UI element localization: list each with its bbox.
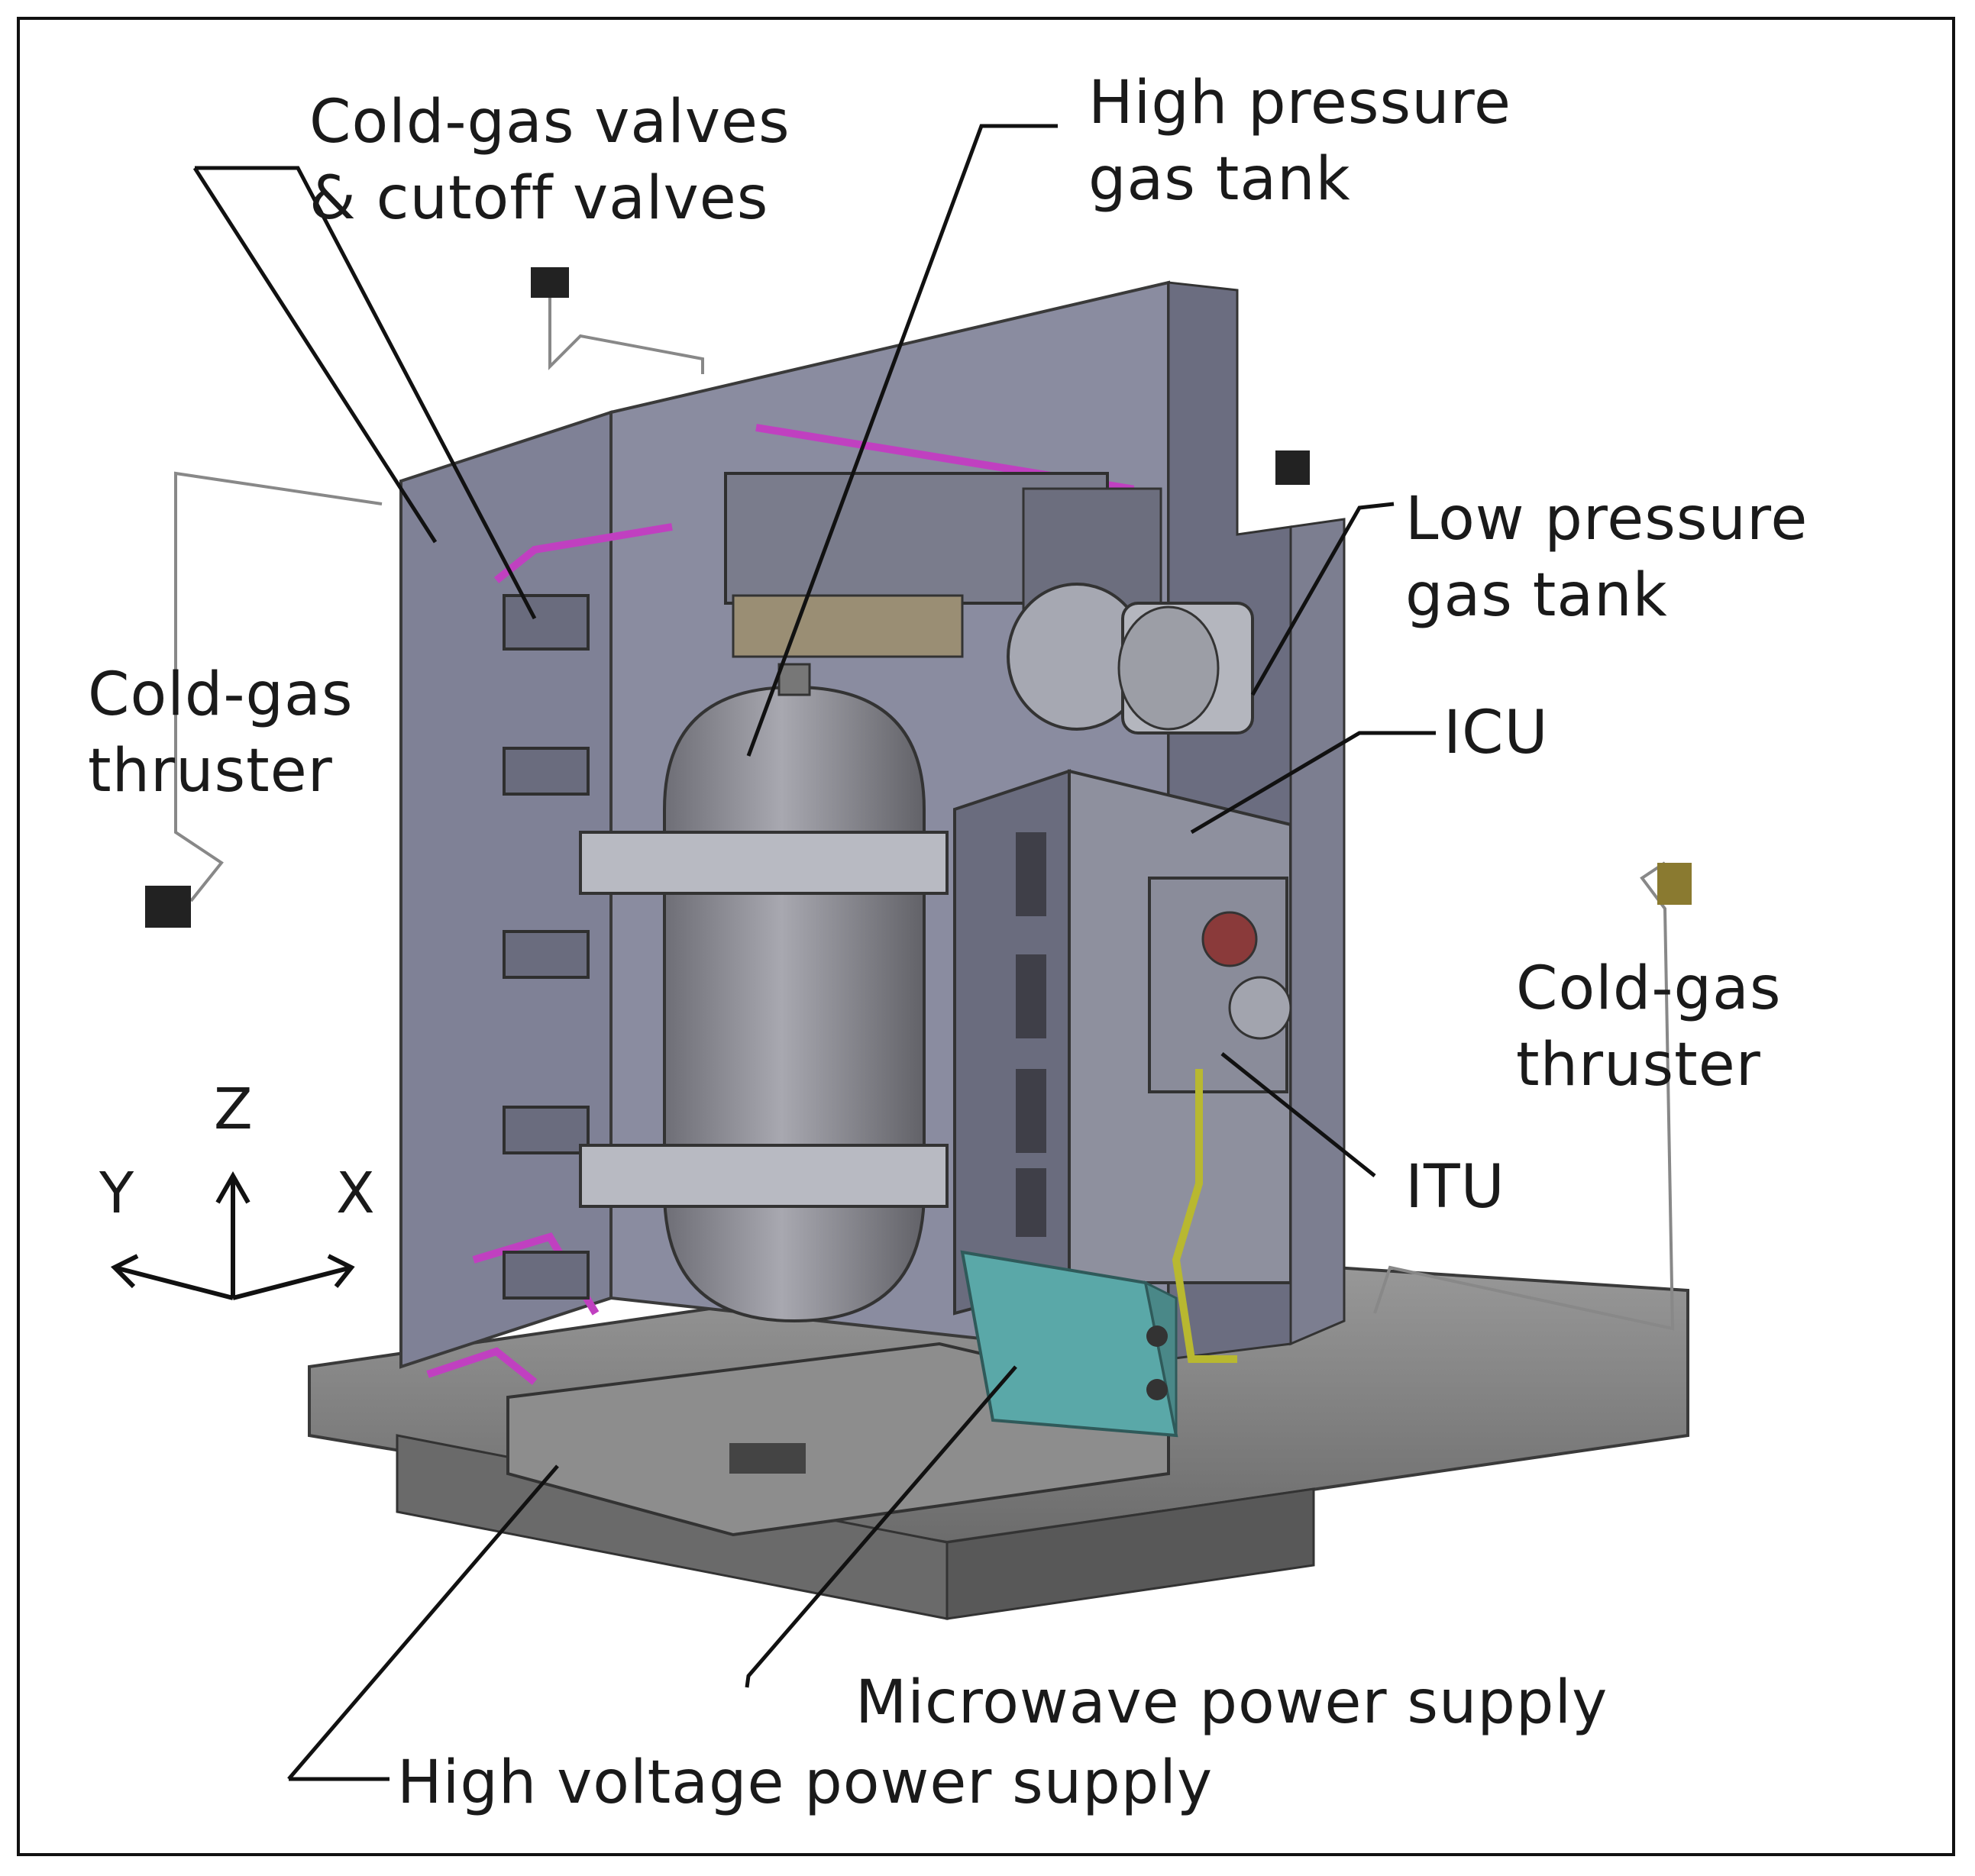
thruster-top [531, 267, 1310, 485]
label-low-pressure-gas-tank: Low pressure gas tank [1405, 481, 1808, 634]
axis-triad [110, 1170, 355, 1300]
thruster-left [145, 471, 383, 928]
label-high-pressure-gas-tank: High pressure gas tank [1088, 65, 1511, 218]
label-line: thruster [88, 737, 333, 806]
label-line: Cold-gas [88, 660, 354, 729]
label-cold-gas-valves: Cold-gas valves & cutoff valves [309, 84, 790, 237]
leader-lines [192, 124, 1436, 1781]
yellow-piping [1172, 1069, 1237, 1363]
label-line: Cold-gas [1516, 954, 1782, 1023]
label-icu: ICU [1443, 699, 1549, 767]
label-high-voltage-power-supply: High voltage power supply [397, 1748, 1214, 1817]
low-pressure-gas-tank [1007, 583, 1254, 735]
label-line: & cutoff valves [309, 164, 769, 233]
label-line: thruster [1516, 1031, 1761, 1099]
axis-label-x: X [336, 1161, 375, 1226]
label-line: Low pressure [1405, 485, 1809, 554]
axis-label-y: Y [99, 1161, 134, 1226]
thruster-right [1373, 861, 1692, 1331]
label-cold-gas-thruster-left: Cold-gas thruster [88, 657, 353, 809]
label-line: gas tank [1088, 145, 1351, 214]
valve-blocks [503, 594, 590, 1300]
itu-unit [1148, 877, 1292, 1093]
axis-label-z: Z [214, 1077, 253, 1142]
label-line: gas tank [1405, 561, 1668, 630]
label-line: Cold-gas valves [309, 88, 790, 157]
microwave-power-supply-box [960, 1250, 1178, 1438]
label-line: High pressure [1088, 69, 1511, 137]
label-microwave-power-supply: Microwave power supply [855, 1668, 1608, 1737]
high-pressure-gas-tank [579, 663, 949, 1323]
right-panel [1289, 518, 1346, 1346]
label-cold-gas-thruster-right: Cold-gas thruster [1516, 951, 1781, 1103]
label-itu: ITU [1405, 1153, 1505, 1222]
